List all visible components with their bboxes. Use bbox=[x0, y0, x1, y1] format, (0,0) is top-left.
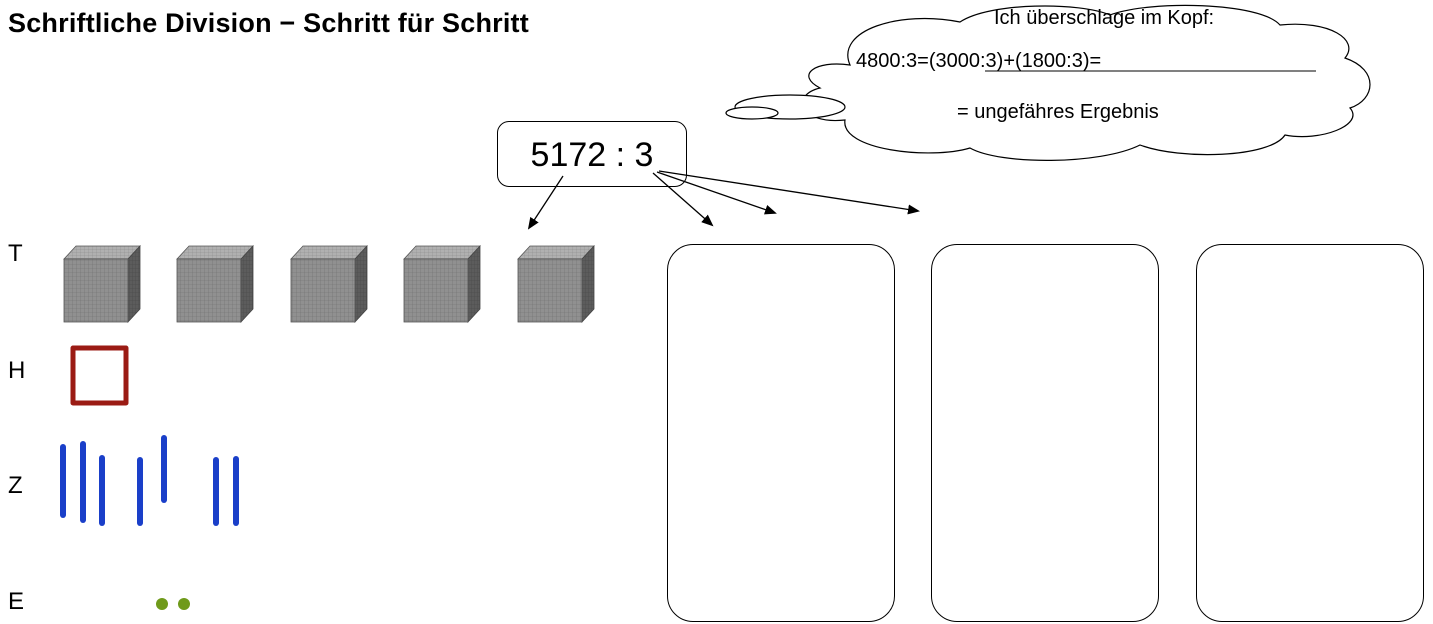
cloud-line-2: 4800:3=(3000:3)+(1800:3)= bbox=[856, 50, 1102, 72]
cloud-line-3: = ungefähres Ergebnis bbox=[957, 101, 1159, 123]
hundred-square bbox=[70, 345, 129, 406]
thousand-cube bbox=[176, 244, 254, 324]
answer-box-2[interactable] bbox=[931, 244, 1159, 622]
page-title: Schriftliche Division − Schritt für Schr… bbox=[8, 8, 529, 38]
thousand-cube bbox=[517, 244, 595, 324]
division-task: 5172 : 3 bbox=[497, 121, 687, 187]
one-dot bbox=[156, 598, 168, 610]
thousand-cube bbox=[403, 244, 481, 324]
arrow-to-box-3 bbox=[658, 170, 920, 215]
thousand-cube bbox=[290, 244, 368, 324]
thousand-cube bbox=[63, 244, 141, 324]
answer-box-1[interactable] bbox=[667, 244, 895, 622]
answer-box-3[interactable] bbox=[1196, 244, 1424, 622]
arrow-to-box-2 bbox=[656, 171, 777, 215]
label-tens: Z bbox=[8, 472, 23, 499]
arrow-to-cubes bbox=[527, 175, 564, 230]
one-dot bbox=[178, 598, 190, 610]
label-thousands: T bbox=[8, 240, 23, 267]
cloud-line-1: Ich überschlage im Kopf: bbox=[994, 7, 1215, 29]
label-hundreds: H bbox=[8, 357, 26, 384]
label-ones: E bbox=[8, 588, 25, 615]
arrow-to-box-1 bbox=[652, 172, 714, 227]
